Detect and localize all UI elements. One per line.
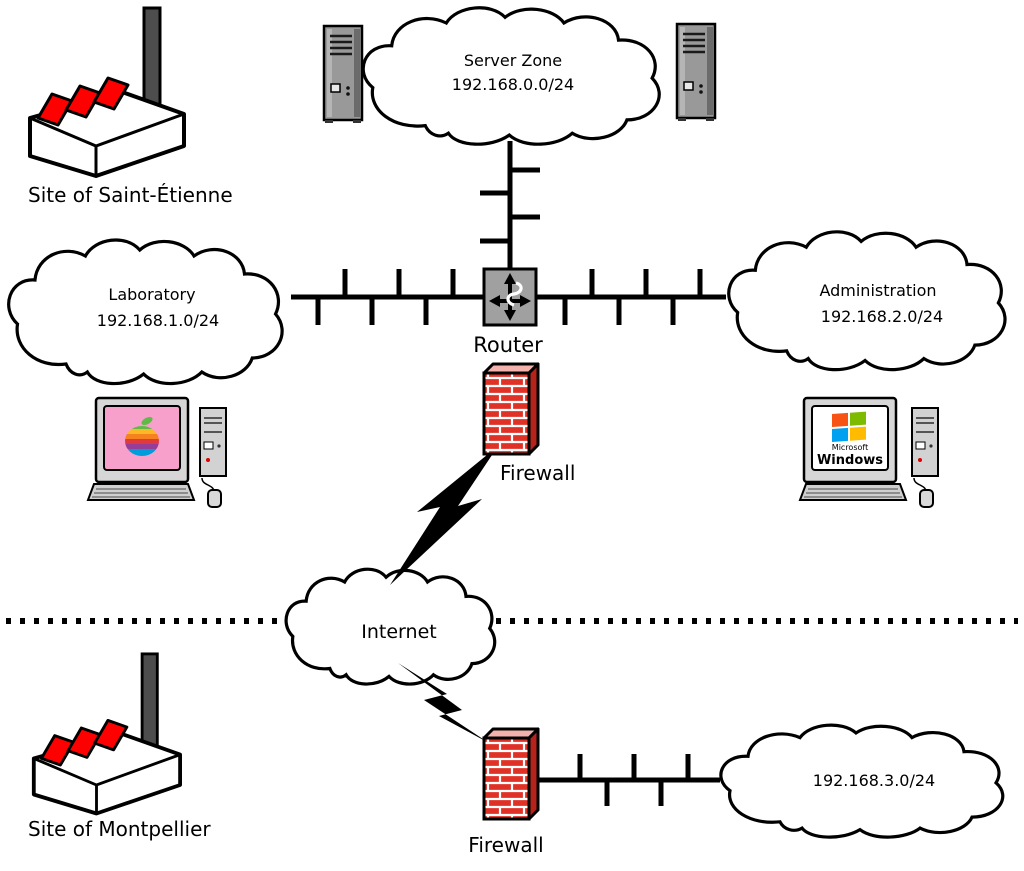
windows-keyboard <box>799 483 907 501</box>
montpellier-lan-bus-taps <box>577 754 691 806</box>
lightning-link-internet-firewall2 <box>398 663 489 743</box>
firewall-site2-label: Firewall <box>468 833 543 857</box>
laboratory-subnet: 192.168.1.0/24 <box>97 311 219 330</box>
internet-cloud <box>286 569 495 684</box>
windows-workstation: Microsoft Windows <box>799 396 939 508</box>
administration-subnet: 192.168.2.0/24 <box>821 307 943 326</box>
router <box>482 267 538 327</box>
router-arrow-left-icon <box>489 295 500 307</box>
server-zone-bus-taps <box>480 167 540 244</box>
server-zone-cloud <box>363 8 659 144</box>
montpellier-lan-subnet: 192.168.3.0/24 <box>813 771 935 790</box>
server-zone-subnet: 192.168.0.0/24 <box>452 75 574 94</box>
firewall-site1 <box>482 362 540 456</box>
laboratory-cloud <box>9 240 282 384</box>
router-arrow-down-icon <box>504 310 516 321</box>
site-saint-etienne-label: Site of Saint-Étienne <box>28 183 233 207</box>
administration-name: Administration <box>819 281 936 300</box>
apple-rainbow-logo-icon <box>125 426 159 456</box>
firewall-site2 <box>482 727 540 821</box>
main-ethernet-bus-taps <box>315 269 703 325</box>
microsoft-brand-text: Microsoft <box>832 443 868 452</box>
montpellier-lan-cloud <box>721 725 1003 837</box>
laboratory-name: Laboratory <box>108 285 195 304</box>
server-zone-name: Server Zone <box>464 51 562 70</box>
router-arrow-right-icon <box>520 295 531 307</box>
router-route-squiggle-icon <box>506 281 523 307</box>
factory-icon-saint-etienne <box>28 6 186 178</box>
router-label: Router <box>473 333 543 357</box>
internet-label: Internet <box>361 621 436 643</box>
apple-leaf-icon <box>141 417 153 425</box>
windows-cpu-tower <box>911 407 939 477</box>
site-montpellier-label: Site of Montpellier <box>28 817 211 841</box>
mac-keyboard <box>87 483 195 501</box>
server-tower-right <box>675 22 717 123</box>
windows-mouse <box>913 477 934 508</box>
mac-workstation <box>87 396 227 508</box>
mac-mouse <box>201 477 222 508</box>
mac-cpu-tower <box>199 407 227 477</box>
administration-cloud <box>729 232 1005 370</box>
windows-flag-icon <box>832 411 866 442</box>
server-tower-left <box>322 24 364 125</box>
lightning-link-firewall-internet <box>390 446 498 585</box>
router-arrow-up-icon <box>504 273 516 284</box>
windows-brand-text: Windows <box>817 453 883 468</box>
factory-icon-montpellier <box>31 652 183 816</box>
firewall-site1-label: Firewall <box>500 461 575 485</box>
